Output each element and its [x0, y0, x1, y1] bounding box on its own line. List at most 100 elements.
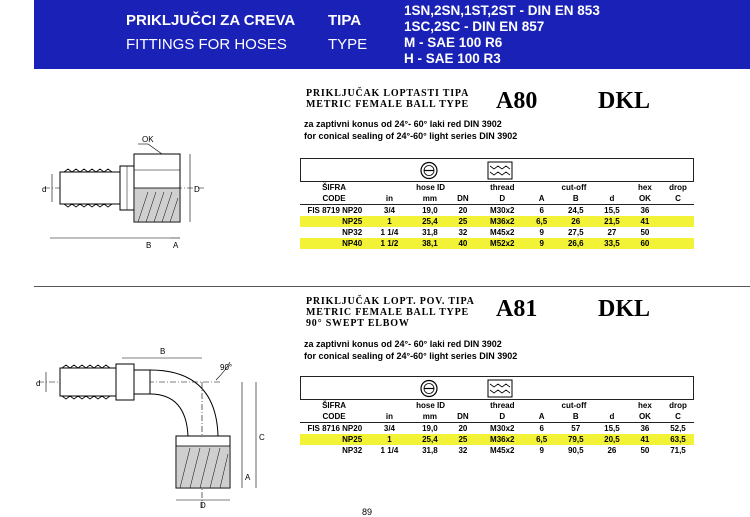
cell-ok: 36 [640, 424, 650, 433]
cell-in: 1 1/2 [368, 238, 411, 249]
cell-dn: 20 [458, 424, 468, 433]
cell-code: NP32 [342, 446, 363, 455]
col-header-A: A [538, 412, 545, 421]
series-code-a80: DKL [598, 88, 651, 114]
cell-in: 1 [368, 216, 411, 227]
cell-c [662, 205, 694, 217]
dim-label-OK: OK [142, 135, 154, 144]
cell-a: 9 [539, 446, 544, 455]
model-code-a80: A80 [496, 88, 538, 114]
cell-d: 15,5 [604, 206, 620, 215]
cell-d: 15,5 [604, 424, 620, 433]
cell-c: 63,5 [661, 434, 694, 445]
cell-mm: 19,0 [422, 206, 438, 215]
cell-d: M30x2 [490, 206, 515, 215]
col-header-mm: mm [422, 412, 438, 421]
cell-c [661, 216, 694, 227]
col-header-hex: hex [638, 401, 652, 410]
cell-d: 26 [607, 446, 617, 455]
note-line: for conical sealing of 24°-60° light ser… [304, 130, 518, 141]
cell-b: 27,5 [567, 228, 584, 237]
note-line: za zaptivni konus od 24°- 60° laki red D… [304, 119, 502, 129]
col-header-C: C [675, 412, 681, 421]
col-header-cut-off: cut-off [561, 183, 587, 192]
cell-d: M45x2 [490, 446, 515, 455]
cell-c: 52,5 [670, 424, 686, 433]
col-header-B: B [572, 412, 579, 421]
cell-ok: 60 [627, 238, 662, 249]
cell-in: 3/4 [383, 206, 395, 215]
col-header-A: A [538, 194, 545, 203]
cell-mm: 25,4 [410, 216, 450, 227]
cell-d: 21,5 [595, 216, 628, 227]
cell-dn: 20 [458, 206, 468, 215]
standard-line: H - SAE 100 R3 [404, 51, 501, 66]
cell-d: M36x2 [476, 216, 528, 227]
col-header-drop: drop [669, 401, 687, 410]
cell-mm: 38,1 [410, 238, 450, 249]
fitting-drawing-a81: B 90° d C A D [36, 347, 265, 510]
cell-d: M36x2 [476, 434, 528, 445]
cell-code: NP32 [342, 228, 363, 237]
cell-ok: 41 [627, 434, 662, 445]
col-header-hex: hex [638, 183, 652, 192]
cell-ok: 50 [640, 228, 650, 237]
cell-ok: 41 [627, 216, 662, 227]
header-standards: 1SN,2SN,1ST,2ST - DIN EN 853 1SC,2SC - D… [404, 3, 600, 67]
cell-in: 1 1/4 [380, 446, 399, 455]
catalog-header: PRIKLJUČCI ZA CREVA FITTINGS FOR HOSES T… [34, 0, 750, 69]
cell-dn: 25 [449, 216, 477, 227]
cell-in: 1 1/4 [380, 228, 399, 237]
dim-label-A: A [173, 241, 179, 250]
thread-icon [487, 161, 513, 180]
note-line: for conical sealing of 24°-60° light ser… [304, 350, 518, 361]
cell-dn: 32 [458, 446, 468, 455]
cell-a: 6 [539, 424, 544, 433]
col-header-dn: DN [457, 412, 469, 421]
cell-c [661, 238, 694, 249]
cell-in: 1 [368, 434, 411, 445]
cell-ok: 36 [640, 206, 650, 215]
col-header-code: ŠIFRA [322, 401, 347, 410]
cell-b: 57 [571, 424, 581, 433]
col-header-thread: thread [490, 401, 515, 410]
dim-label-d: d [42, 185, 46, 194]
sealing-note-a80: za zaptivni konus od 24°- 60° laki red D… [304, 119, 517, 142]
cell-code: NP40 [300, 238, 369, 249]
model-code-a81: A81 [496, 296, 538, 322]
cell-mm: 31,8 [422, 228, 438, 237]
col-header-B: B [572, 194, 579, 203]
header-type-en: TYPE [328, 36, 368, 53]
hose-id-icon [420, 161, 438, 180]
col-header-hose-id: hose ID [416, 183, 446, 192]
hose-id-icon [420, 379, 438, 398]
col-header-mm: mm [422, 194, 438, 203]
title-line: METRIC FEMALE BALL TYPE [306, 99, 469, 110]
icon-row-a81 [300, 376, 694, 400]
cell-b: 26,6 [555, 238, 596, 249]
cell-dn: 25 [449, 434, 477, 445]
dim-label-B: B [160, 347, 165, 356]
cell-mm: 19,0 [422, 424, 438, 433]
cell-d: M45x2 [490, 228, 515, 237]
section-divider [34, 286, 750, 287]
cell-d: M30x2 [490, 424, 515, 433]
cell-c: 71,5 [670, 446, 686, 455]
col-header-d: d [609, 194, 615, 203]
col-header-hose-id: hose ID [416, 401, 446, 410]
col-header-C: C [675, 194, 681, 203]
cell-code: FIS 8716 NP20 [307, 424, 363, 433]
spec-table-a80: ŠIFRA hose ID thread cut-off hex drop CO… [300, 181, 694, 249]
cell-b: 24,5 [567, 206, 584, 215]
dim-label-D: D [194, 185, 200, 194]
cell-b: 79,5 [555, 434, 596, 445]
cell-b: 90,5 [567, 446, 584, 455]
col-header-in: in [385, 194, 393, 203]
dim-label-C: C [259, 433, 265, 442]
col-header-D: D [499, 412, 506, 421]
cell-a: 6,5 [527, 216, 556, 227]
cell-code: NP25 [300, 216, 369, 227]
thread-icon [487, 379, 513, 398]
